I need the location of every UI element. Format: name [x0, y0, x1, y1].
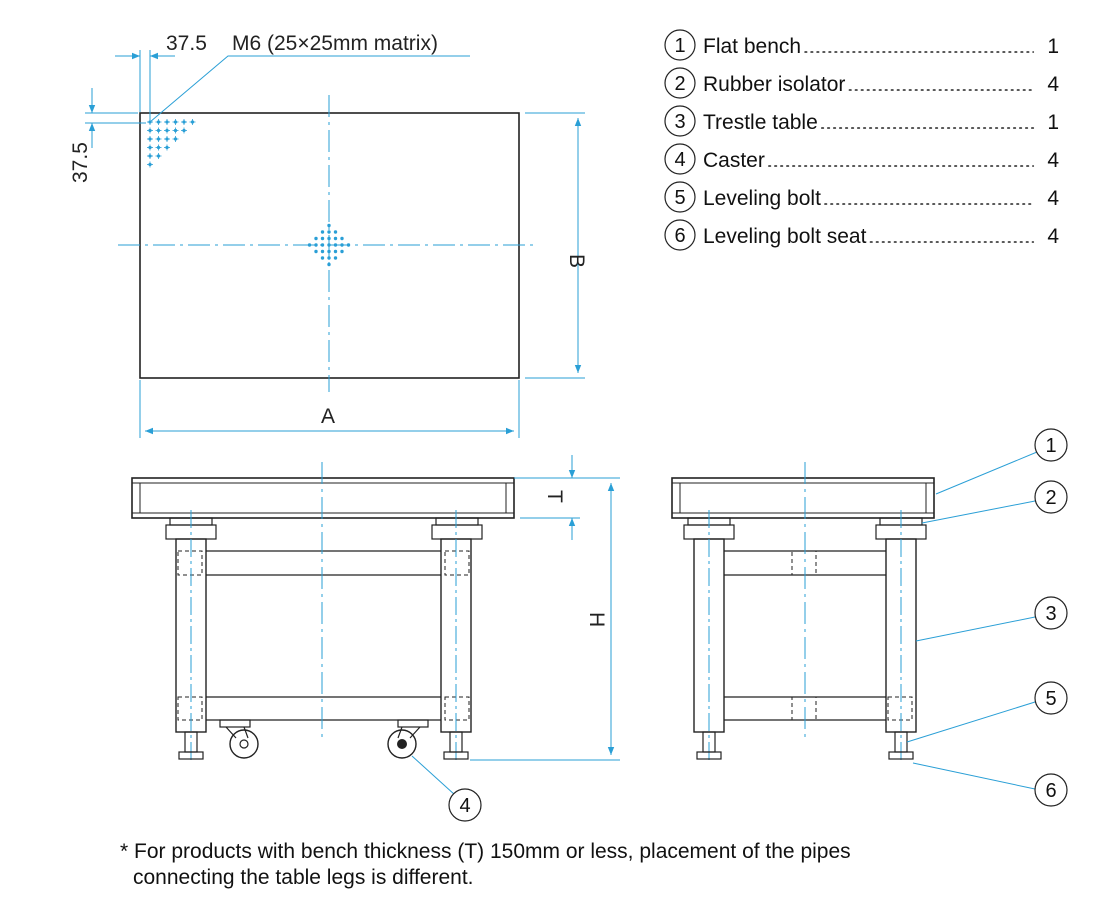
side-balloon — [1034, 480, 1068, 514]
part-qty: 4 — [1047, 225, 1059, 248]
side-balloon — [1034, 596, 1068, 630]
part-name: Rubber isolator — [703, 73, 845, 96]
offset-y-label: 37.5 — [69, 142, 92, 183]
side-balloon-label: 6 — [1045, 780, 1056, 802]
front-isolator-right — [435, 517, 479, 526]
parts-list-row: 1 Flat bench 1 — [664, 29, 1059, 61]
center-hole-matrix — [307, 223, 351, 267]
part-qty: 4 — [1047, 187, 1059, 210]
part-number-balloon — [664, 105, 696, 137]
offset-x-label: 37.5 — [166, 32, 207, 55]
leader-3 — [915, 616, 1036, 642]
side-bolt-seat — [888, 751, 914, 760]
caster-leader — [411, 755, 456, 796]
leader-6 — [912, 762, 1036, 790]
balloon-4-front — [448, 788, 482, 822]
front-caster-right — [397, 719, 429, 728]
parts-list-row: 3 Trestle table 1 — [664, 105, 1059, 137]
side-balloon — [1034, 428, 1068, 462]
part-qty: 1 — [1047, 35, 1059, 58]
part-number: 5 — [674, 187, 685, 209]
part-number: 6 — [674, 225, 685, 247]
part-number: 2 — [674, 73, 685, 95]
parts-list-row: 5 Leveling bolt 4 — [664, 181, 1059, 213]
part-name: Trestle table — [703, 111, 818, 134]
part-number-balloon — [664, 143, 696, 175]
part-name: Flat bench — [703, 35, 801, 58]
hole-spec-leader — [149, 55, 470, 123]
part-number: 3 — [674, 111, 685, 133]
thickness-label: T — [543, 490, 566, 503]
parts-list-row: 2 Rubber isolator 4 — [664, 67, 1059, 99]
part-number-balloon — [664, 181, 696, 213]
part-name: Leveling bolt — [703, 187, 821, 210]
parts-list-row: 4 Caster 4 — [664, 143, 1059, 175]
side-balloon-label: 5 — [1045, 688, 1056, 710]
hole-spec-label: M6 (25×25mm matrix) — [232, 32, 438, 55]
part-number-balloon — [664, 67, 696, 99]
front-caster-left — [219, 719, 251, 728]
parts-list: 1 Flat bench 1 2 Rubber isolator 4 3 Trestle ta… — [664, 29, 1059, 251]
top-view: 37.5 M6 (25×25mm matrix) 37.5 A B — [69, 32, 588, 438]
part-number-balloon — [664, 29, 696, 61]
leader-1 — [935, 451, 1038, 495]
part-qty: 4 — [1047, 149, 1059, 172]
side-balloon — [1034, 681, 1068, 715]
leader-5 — [906, 701, 1036, 743]
side-balloon-label: 1 — [1045, 435, 1056, 457]
side-bench — [671, 477, 935, 519]
side-balloon-label: 2 — [1045, 487, 1056, 509]
side-balloon-label: 3 — [1045, 603, 1056, 625]
part-name: Caster — [703, 149, 765, 172]
side-view — [671, 451, 1038, 790]
part-qty: 4 — [1047, 73, 1059, 96]
side-balloons: 1 2 3 5 6 — [1034, 428, 1068, 807]
leader-2 — [921, 500, 1036, 524]
part-number: 4 — [674, 149, 685, 171]
width-label: A — [321, 405, 335, 428]
depth-label: B — [565, 254, 588, 268]
corner-hole-matrix — [147, 119, 196, 168]
front-view: 4 T H — [131, 455, 620, 822]
part-number-balloon — [664, 219, 696, 251]
part-name: Leveling bolt seat — [703, 225, 867, 248]
note-line-2: connecting the table legs is different. — [133, 866, 474, 889]
part-qty: 1 — [1047, 111, 1059, 134]
note-line-1: * For products with bench thickness (T) … — [120, 840, 851, 863]
part-number: 1 — [674, 35, 685, 57]
side-balloon — [1034, 773, 1068, 807]
parts-list-row: 6 Leveling bolt seat 4 — [664, 219, 1059, 251]
balloon-4-front-label: 4 — [459, 795, 470, 817]
height-label: H — [585, 612, 608, 627]
front-bench — [131, 477, 515, 519]
